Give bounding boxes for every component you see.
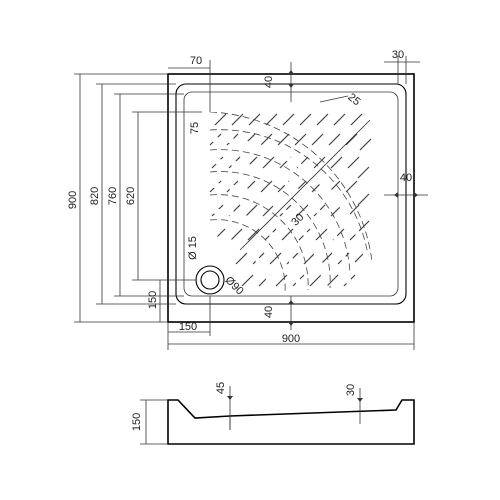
dim-bottom-margin-40: 40: [263, 306, 275, 318]
hatch-arc-4: [209, 194, 309, 291]
side-profile-outline: [167, 399, 415, 445]
dim-inner-height-620: 620: [125, 187, 137, 205]
side-view: 150 45 30: [131, 382, 415, 445]
tray-outer-outline: [167, 73, 415, 323]
plan-dimensions: 900 820 760 620 150 150 900 70 30 40 40: [67, 49, 428, 350]
hatch-arc-6: [209, 112, 372, 263]
side-dim-height-150: 150: [131, 413, 143, 431]
dim-rim-width-30: 30: [392, 49, 404, 61]
dim-drain-offset-x: 150: [179, 321, 197, 333]
drain: [195, 265, 225, 295]
dim-drain-outer: Ø90: [223, 274, 246, 297]
hatch-arc-1: [209, 129, 371, 281]
slope-leader-line: [239, 119, 371, 251]
dim-inner-height-820: 820: [89, 187, 101, 205]
hatch-ring-separators: [202, 137, 372, 292]
dim-top-margin-40: 40: [263, 76, 275, 88]
dim-slope-30: 30: [289, 211, 306, 228]
dim-drain-offset-y: 150: [147, 291, 159, 309]
dim-right-margin-40: 40: [400, 172, 412, 184]
dim-inner-height-760: 760: [107, 187, 119, 205]
drain-inner-circle: [200, 270, 220, 290]
dim-hatch-radius-75: 75: [189, 122, 201, 134]
drain-outer-circle: [195, 265, 225, 295]
side-dim-depth-45: 45: [215, 382, 227, 394]
hatch-arc-5: [209, 219, 286, 292]
dim-top-offset-70: 70: [190, 55, 202, 67]
hatch-arc-3: [209, 171, 331, 289]
dim-outer-height: 900: [67, 191, 79, 209]
dim-drain-dia: Ø 15: [187, 236, 199, 260]
dim-outer-width: 900: [282, 333, 300, 345]
dim-corner-radius-25: 25: [345, 91, 362, 108]
side-dim-depth-30: 30: [345, 384, 357, 396]
corner-radius-leader: [319, 95, 349, 103]
plan-view: [167, 73, 415, 323]
